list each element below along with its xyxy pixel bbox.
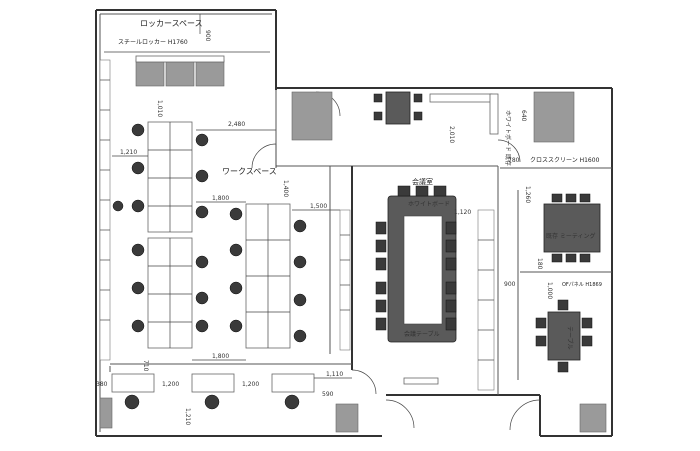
desk-cluster-upper-left: [147, 121, 193, 233]
chair-icon: [195, 319, 209, 333]
desk-cluster-middle: [245, 203, 291, 349]
doors: [251, 91, 541, 431]
locker-space-label: ロッカースペース: [140, 19, 203, 28]
chair-icon: [131, 161, 145, 175]
svg-text:1,210: 1,210: [184, 408, 191, 425]
svg-text:1,200: 1,200: [162, 381, 179, 388]
svg-text:1,200: 1,200: [242, 381, 259, 388]
top-meeting-nook: 2,010 ホワイトボード 既存: [373, 91, 512, 166]
chair-icon: [112, 200, 124, 212]
svg-text:900: 900: [204, 30, 211, 42]
chair-icon: [195, 169, 209, 183]
cross-screen-label: クロススクリーン H1600: [530, 157, 600, 164]
svg-text:780: 780: [508, 157, 520, 164]
svg-text:会議テーブル: 会議テーブル: [404, 330, 440, 338]
svg-text:2,480: 2,480: [228, 121, 245, 128]
svg-text:既存 ミーティング: 既存 ミーティング: [546, 232, 596, 240]
chairs-left: [112, 123, 307, 343]
chair-icon: [293, 293, 307, 307]
chair-icon: [195, 205, 209, 219]
door-swing-icon: [351, 369, 377, 395]
chair-icon: [229, 243, 243, 257]
structural-columns: [99, 91, 607, 433]
left-shelf-strip: [99, 59, 111, 361]
svg-text:1,800: 1,800: [212, 195, 229, 202]
locker-area: ロッカースペース スチールロッカー H1760 900: [104, 14, 270, 87]
svg-text:1,500: 1,500: [310, 203, 327, 210]
svg-text:640: 640: [520, 110, 527, 122]
svg-text:1,120: 1,120: [454, 209, 471, 216]
svg-text:テーブル: テーブル: [566, 326, 574, 350]
svg-text:2,010: 2,010: [448, 126, 455, 143]
svg-text:1,000: 1,000: [546, 282, 553, 299]
center-shelf-strip: [339, 209, 351, 351]
svg-text:380: 380: [96, 381, 108, 388]
svg-text:1,260: 1,260: [524, 186, 531, 203]
svg-text:1,800: 1,800: [212, 353, 229, 360]
meeting-room: 会議室 ホワイトボード 会議テーブル 1,120: [375, 177, 495, 391]
steel-locker-label: スチールロッカー H1760: [118, 39, 188, 46]
chair-icon: [131, 281, 145, 295]
desk-cluster-lower-left: [147, 237, 193, 349]
chair-icon: [229, 319, 243, 333]
svg-text:710: 710: [142, 360, 149, 372]
chair-icon: [293, 255, 307, 269]
svg-text:ホワイトボード 既存: ホワイトボード 既存: [504, 110, 512, 166]
svg-text:1,010: 1,010: [156, 100, 163, 117]
meeting-room-label: 会議室: [412, 177, 433, 186]
svg-text:1,400: 1,400: [282, 180, 289, 197]
chair-icon: [293, 219, 307, 233]
outer-walls: [95, 9, 613, 437]
right-meeting-area: クロススクリーン H1600 780 1,260 既存 ミーティング OFパネル…: [504, 110, 602, 373]
door-swing-icon: [509, 399, 541, 431]
svg-text:590: 590: [322, 391, 334, 398]
svg-text:1,110: 1,110: [326, 371, 343, 378]
chair-icon: [131, 243, 145, 257]
chair-icon: [195, 255, 209, 269]
svg-text:1,210: 1,210: [120, 149, 137, 156]
chair-icon: [284, 394, 300, 410]
chair-icon: [131, 123, 145, 137]
chair-icon: [229, 207, 243, 221]
svg-text:180: 180: [536, 258, 543, 270]
door-swing-icon: [251, 143, 277, 169]
bottom-desks: 380 1,200 1,200 1,110 1,210 590: [96, 371, 352, 425]
chair-icon: [124, 394, 140, 410]
svg-text:900: 900: [504, 281, 516, 288]
chair-icon: [293, 329, 307, 343]
chair-icon: [131, 319, 145, 333]
chair-icon: [131, 199, 145, 213]
of-panel-label: OFパネル H1869: [562, 282, 602, 288]
chair-icon: [204, 394, 220, 410]
work-space-label: ワークスペース: [222, 167, 277, 176]
chair-icon: [195, 133, 209, 147]
interior-partitions: [109, 90, 612, 395]
svg-text:ホワイトボード: ホワイトボード: [408, 200, 450, 208]
chair-icon: [195, 291, 209, 305]
door-swing-icon: [385, 399, 415, 429]
chair-icon: [229, 281, 243, 295]
door-swing-icon: [497, 139, 521, 163]
